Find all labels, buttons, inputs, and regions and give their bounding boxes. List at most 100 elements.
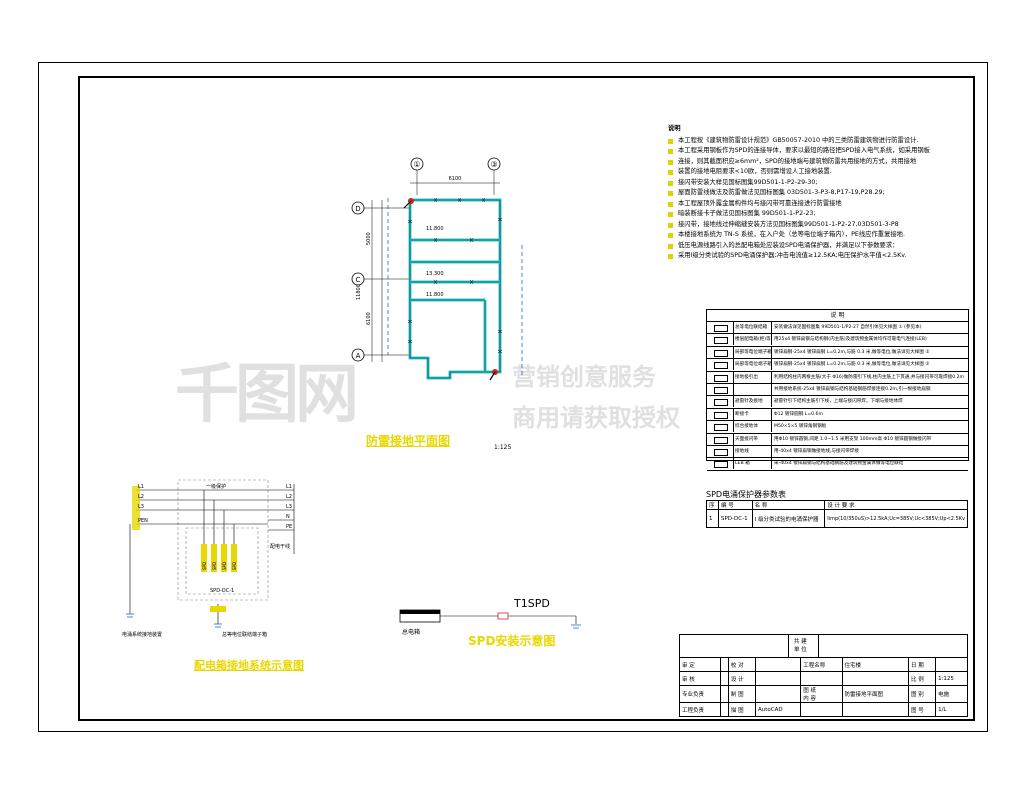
note-text: 连接，则其截面积应≥6mm²，SPD的接地端与建筑物防雷共用接地的方式，共用接地 bbox=[678, 157, 917, 165]
title-block-cell: 1:125 bbox=[935, 671, 968, 686]
title-block-cell: 比 例 bbox=[907, 671, 937, 686]
title-block-cell bbox=[754, 671, 802, 686]
title-block-cell: 图 纸 内 容 bbox=[800, 685, 843, 703]
legend-row: 避雷针及接地避雷针引下结构主筋引下线，上端与接闪带焊，下端与接地体焊 bbox=[707, 396, 968, 409]
axis-c-label: C bbox=[356, 276, 361, 284]
note-line: 连接，则其截面积应≥6mm²，SPD的接地端与建筑物防雷共用接地的方式，共用接地 bbox=[668, 157, 968, 168]
legend-desc: 避雷针引下结构主筋引下线，上端与接闪带焊，下端与接地体焊 bbox=[774, 399, 903, 405]
legend-desc: 采-40x4 镀锌扁钢与结构基础钢筋及建筑物金属体做等电位联结 bbox=[774, 461, 904, 467]
note-bullet-icon bbox=[668, 243, 673, 249]
watermark-logo: 千图网 bbox=[175, 358, 359, 432]
spd-header-code: 编 号 bbox=[718, 500, 753, 510]
left-dim-2: 6100 bbox=[366, 312, 372, 325]
distribution-diagram: 一级保护 L1 L2 L3 PEN L1 L2 L3 N PE 配电干线 SPD… bbox=[122, 479, 295, 638]
legend-row: 局部等电位端子箱镀锌扁钢-25x4 镀锌扁钢 L=0.2m,与筋 0.3 米,做… bbox=[707, 359, 968, 372]
note-text: 本工程按《建筑物防雷设计规范》GB50057-2010 中的三类防雷建筑物进行防… bbox=[678, 136, 919, 144]
spd-header-name: 名 称 bbox=[751, 500, 826, 510]
note-bullet-icon bbox=[668, 138, 673, 144]
line-l2-out: L2 bbox=[286, 494, 292, 500]
legend-symbol-icon bbox=[707, 396, 734, 408]
title-block-cell: 描 图 bbox=[727, 702, 757, 717]
title-block-cell: 防雷接地平面图 bbox=[841, 685, 909, 703]
title-block-cell: 工程负责 bbox=[678, 702, 722, 717]
legend-row: 共用接地系统-25x4 镀锌扁钢与结构基础钢筋焊接连接0.2m,引一根接地扁钢 bbox=[707, 383, 968, 397]
axis-3-label: ③ bbox=[490, 160, 497, 169]
breaker-label: 一级保护 bbox=[206, 483, 226, 490]
legend-desc: 利用结构柱内两根主筋(大于 Φ16)做防雷引下线,柱内主筋上下贯通,并与接闪带可… bbox=[774, 374, 964, 380]
title-block-cell bbox=[800, 671, 843, 686]
title-block-cell: 日 期 bbox=[907, 657, 937, 672]
axis-a-label: A bbox=[356, 352, 361, 360]
elev-1: 11.800 bbox=[426, 226, 444, 232]
note-line: 本工程屋顶外露金属构件均与接闪带可靠连接进行防雷接地 bbox=[668, 199, 968, 210]
legend-row: 总等电位联结箱安装做法详见国标图集 99D501-1/P2-27 自然引体见大样… bbox=[707, 322, 968, 335]
legend-symbol-icon bbox=[707, 433, 734, 445]
spd-table-header: 序 编 号 名 称 设 计 要 求 bbox=[706, 500, 968, 510]
support-marks bbox=[407, 197, 503, 354]
legend-symbol-icon bbox=[707, 371, 734, 383]
left-dim-total: 11800 bbox=[356, 284, 362, 300]
legend-name: 楼层配电箱(柜)等电位 bbox=[735, 334, 772, 346]
legend-name: 避雷针及接地 bbox=[735, 396, 772, 408]
legend-name: 局部等电位端子箱 bbox=[735, 346, 772, 358]
notes-title: 说明 bbox=[668, 125, 681, 132]
title-block-cell bbox=[800, 702, 843, 717]
spd-cell-code: SPD-DC-1 bbox=[718, 509, 753, 528]
note-text: 采用I级分类试验的SPD电涌保护器;冲击电流值≥12.5KA;电压保护水平值<2… bbox=[678, 252, 907, 259]
legend-desc: 用25x4 镀锌扁钢与结构钢(内主筋)及建筑物金属体均作可靠电气连接(LEB) bbox=[774, 337, 927, 343]
plan-scale: 1:125 bbox=[494, 444, 512, 451]
spd-header-no: 序 bbox=[706, 500, 719, 510]
spd-cell-req: Iimp(10/350uS)>12.5kA;Uc=385V;Uc<385V;Up… bbox=[824, 509, 968, 528]
legend-name: 接地极引出 bbox=[735, 371, 772, 383]
line-l2-in: L2 bbox=[138, 494, 144, 500]
title-block-cell bbox=[841, 671, 909, 686]
title-block-cell: 住宅楼 bbox=[841, 657, 909, 672]
title-block-cell bbox=[720, 671, 729, 686]
legend-desc: 用Φ10 镀锌圆钢,间距 1.0~1.5 米用支架 100mm高 Φ10 镀锌圆… bbox=[774, 436, 932, 442]
note-text: 接闪带，接地线过伸缩缝安装方法见国标图集99D501-1-P2-27,03D50… bbox=[678, 220, 899, 228]
line-l3-out: L3 bbox=[286, 504, 292, 510]
title-block-cell bbox=[754, 657, 802, 672]
legend-desc: 用-40x4 镀锌扁钢做接地线,与接闪带焊接 bbox=[774, 448, 859, 454]
design-notes: 说明本工程按《建筑物防雷设计规范》GB50057-2010 中的三类防雷建筑物进… bbox=[668, 124, 968, 262]
note-line: 低压电源线路引入的总配电箱处应装设SPD电涌保护器，并满足以下参数要求： bbox=[668, 241, 968, 252]
axis-d-label: D bbox=[355, 205, 360, 213]
legend-name: LEB 箱 bbox=[735, 458, 772, 470]
legend-desc: M50×5×5 镀锌角钢钢板 bbox=[774, 424, 827, 430]
title-block-row: 专业负责制 图图 纸 内 容防雷接地平面图图 别电施 bbox=[678, 685, 968, 703]
spd-table: 序 编 号 名 称 设 计 要 求 1 SPD-DC-1 I 级分类试验的电涌保… bbox=[706, 500, 968, 528]
note-bullet-icon bbox=[668, 191, 673, 196]
title-block-cell: 1/L bbox=[935, 702, 968, 717]
title-block-cell bbox=[720, 685, 729, 703]
spd-cell-no: 1 bbox=[706, 509, 719, 528]
note-line: 本工程采用钢板作为SPD的连接导体，要求以最短的路径把SPD接入电气系统，如采用… bbox=[668, 146, 968, 157]
title-block-cell bbox=[754, 685, 802, 703]
distribution-title: 配电箱接地系统示意图 bbox=[194, 659, 304, 672]
title-block-cell: 工程名称 bbox=[800, 657, 843, 672]
title-block-cell bbox=[720, 702, 729, 717]
legend-name: 总等电位联结箱 bbox=[735, 322, 772, 333]
legend-symbol-icon bbox=[707, 421, 734, 433]
lightning-plan: ① ③ 6100 D C A 5000 6100 11800 11.800 13… bbox=[351, 157, 523, 381]
ground-label-2: 总等电位联结端子箱 bbox=[222, 631, 267, 638]
legend-symbol-icon bbox=[707, 359, 734, 371]
line-l3-in: L3 bbox=[138, 504, 144, 510]
line-pen-in: PEN bbox=[138, 518, 148, 524]
legend-title: 说 明 bbox=[707, 310, 968, 322]
outer-frame bbox=[38, 62, 988, 732]
title-block-cell: 电施 bbox=[935, 685, 968, 703]
spd-4-label: SPD bbox=[232, 562, 237, 570]
legend-desc: 安装做法详见国标图集 99D501-1/P2-27 自然引体见大样图 ① (参见… bbox=[774, 325, 922, 330]
title-block-cell bbox=[935, 657, 968, 672]
legend-table: 说 明 总等电位联结箱安装做法详见国标图集 99D501-1/P2-27 自然引… bbox=[706, 309, 969, 471]
legend-name: 天面接闪带 bbox=[735, 433, 772, 445]
legend-row: 接地极引出利用结构柱内两根主筋(大于 Φ16)做防雷引下线,柱内主筋上下贯通,并… bbox=[707, 371, 968, 384]
note-line: 接闪带安装大样见国标图集99D501-1-P2-29-30; bbox=[668, 178, 968, 189]
title-block-cell bbox=[841, 702, 909, 717]
note-text: 本工程屋顶外露金属构件均与接闪带可靠连接进行防雷接地 bbox=[678, 199, 842, 207]
legend-desc: 镀锌扁钢-25x4 镀锌扁钢 L=0.2m,与筋 0.3 米,做等电位,做法详见… bbox=[774, 349, 930, 355]
